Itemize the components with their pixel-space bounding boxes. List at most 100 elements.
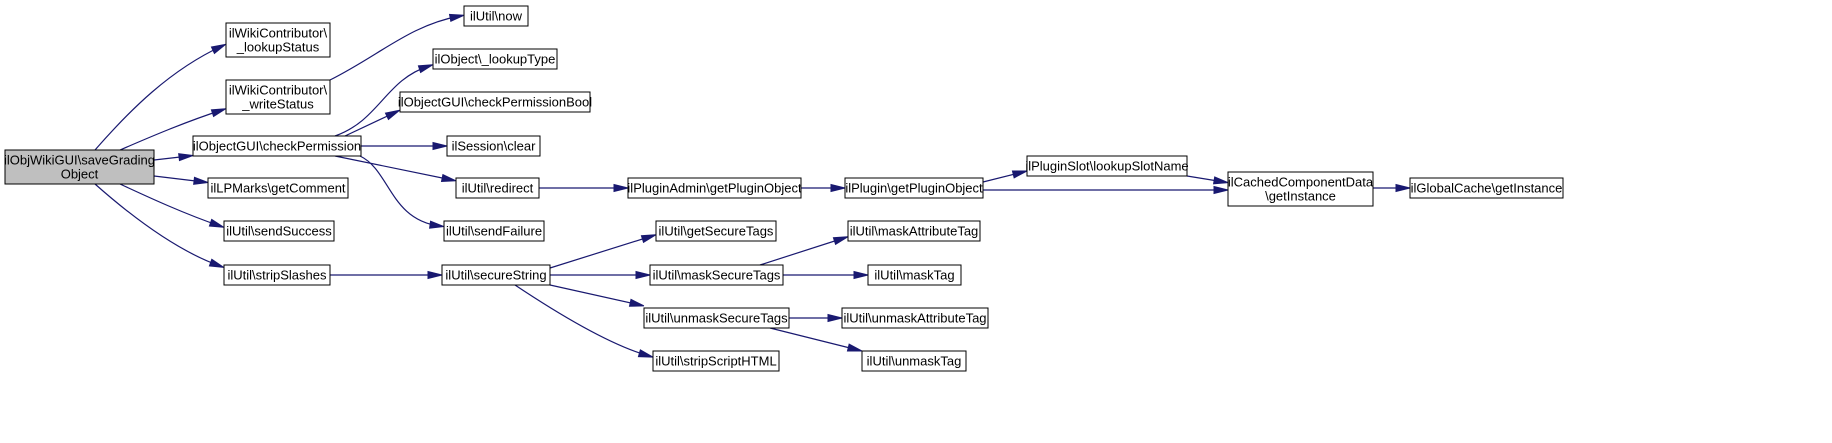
edge-line	[359, 155, 441, 227]
node-unmaskSecureTags[interactable]: ilUtil\unmaskSecureTags	[643, 307, 790, 329]
node-box[interactable]	[443, 220, 545, 242]
node-label: ilWikiContributor\	[229, 83, 328, 98]
node-box[interactable]	[446, 135, 541, 157]
node-box[interactable]	[223, 220, 335, 242]
node-box[interactable]	[649, 264, 784, 286]
node-box[interactable]	[455, 177, 540, 199]
node-box[interactable]	[207, 177, 349, 199]
node-box[interactable]	[844, 177, 984, 199]
node-writeStatus[interactable]: ilWikiContributor\_writeStatus	[225, 79, 331, 115]
node-box[interactable]	[643, 307, 790, 329]
node-box[interactable]	[1227, 171, 1374, 207]
arrowhead-icon	[210, 43, 226, 55]
edge-unmaskSecureTags-to-unmaskTag	[769, 327, 863, 352]
node-globalGetInstance[interactable]: ilGlobalCache\getInstance	[1409, 177, 1564, 199]
node-label: ilUtil\unmaskTag	[867, 354, 962, 369]
node-box[interactable]	[223, 264, 331, 286]
node-cachedGetInstance[interactable]: ilCachedComponentData\getInstance	[1227, 171, 1374, 207]
node-sendSuccess[interactable]: ilUtil\sendSuccess	[223, 220, 335, 242]
edge-line	[119, 183, 221, 227]
node-sessionClear[interactable]: ilSession\clear	[446, 135, 541, 157]
node-label: ilUtil\now	[470, 9, 523, 24]
node-box[interactable]	[655, 220, 777, 242]
node-label: ilObjWikiGUI\saveGrading	[4, 153, 155, 168]
node-box[interactable]	[463, 5, 529, 27]
arrowhead-icon	[208, 218, 225, 228]
node-box[interactable]	[432, 48, 558, 70]
edge-checkPermission-to-redirect	[334, 155, 457, 182]
node-unmaskAttributeTag[interactable]: ilUtil\unmaskAttributeTag	[841, 307, 989, 329]
edge-line	[329, 15, 461, 81]
node-label: ilPluginSlot\lookupSlotName	[1025, 159, 1188, 174]
edge-checkPermission-to-sendFailure	[359, 155, 445, 229]
root-node-box[interactable]	[4, 149, 155, 185]
node-box[interactable]	[1026, 155, 1188, 177]
node-box[interactable]	[627, 177, 802, 199]
node-label: ilObjectGUI\checkPermissionBool	[398, 95, 592, 110]
node-unmaskTag[interactable]: ilUtil\unmaskTag	[861, 350, 967, 372]
node-box[interactable]	[841, 307, 989, 329]
arrowhead-icon	[178, 153, 194, 162]
arrowhead-icon	[830, 183, 846, 193]
arrowhead-icon	[1212, 176, 1229, 185]
node-stripScriptHTML[interactable]: ilUtil\stripScriptHTML	[652, 350, 780, 372]
node-label: ilUtil\stripScriptHTML	[655, 354, 776, 369]
arrowhead-icon	[635, 270, 651, 280]
node-checkPermissionBool[interactable]: ilObjectGUI\checkPermissionBool	[398, 91, 592, 113]
node-box[interactable]	[861, 350, 967, 372]
node-stripSlashes[interactable]: ilUtil\stripSlashes	[223, 264, 331, 286]
node-box[interactable]	[441, 264, 551, 286]
node-box[interactable]	[867, 264, 962, 286]
arrowhead-icon	[846, 343, 863, 352]
edge-redirect-to-adminGetPluginObject	[539, 183, 629, 193]
node-box[interactable]	[225, 22, 331, 58]
node-box[interactable]	[225, 79, 331, 115]
node-label: ilPluginAdmin\getPluginObject	[627, 181, 802, 196]
edges-layer	[94, 13, 1411, 358]
node-sendFailure[interactable]: ilUtil\sendFailure	[443, 220, 545, 242]
node-label: ilCachedComponentData	[1228, 175, 1374, 190]
node-box[interactable]	[192, 135, 362, 157]
arrowhead-icon	[417, 64, 434, 74]
node-label: ilObject\_lookupType	[435, 52, 556, 67]
node-maskSecureTags[interactable]: ilUtil\maskSecureTags	[649, 264, 784, 286]
node-lookupStatus[interactable]: ilWikiContributor\_lookupStatus	[225, 22, 331, 58]
node-now[interactable]: ilUtil\now	[463, 5, 529, 27]
edge-line	[94, 45, 223, 151]
node-label: ilSession\clear	[452, 139, 536, 154]
arrowhead-icon	[628, 298, 645, 307]
node-box[interactable]	[399, 91, 591, 113]
node-pluginGetPluginObject[interactable]: ilPlugin\getPluginObject	[844, 177, 984, 199]
edge-root-to-checkPermission	[153, 153, 194, 162]
edge-line	[769, 327, 859, 351]
node-box[interactable]	[652, 350, 780, 372]
arrowhead-icon	[432, 141, 448, 151]
node-checkPermission[interactable]: ilObjectGUI\checkPermission	[192, 135, 362, 157]
edge-root-to-getComment	[153, 175, 209, 185]
arrowhead-icon	[637, 349, 654, 358]
edge-secureString-to-maskSecureTags	[550, 270, 651, 280]
node-getSecureTags[interactable]: ilUtil\getSecureTags	[655, 220, 777, 242]
edge-checkPermission-to-sessionClear	[361, 141, 448, 151]
edge-line	[549, 284, 641, 306]
node-label: ilWikiContributor\	[229, 26, 328, 41]
node-secureString[interactable]: ilUtil\secureString	[441, 264, 551, 286]
edge-secureString-to-unmaskSecureTags	[549, 284, 645, 307]
edge-stripSlashes-to-secureString	[330, 270, 443, 280]
node-redirect[interactable]: ilUtil\redirect	[455, 177, 540, 199]
node-box[interactable]	[847, 220, 981, 242]
node-maskTag[interactable]: ilUtil\maskTag	[867, 264, 962, 286]
node-lookupSlotName[interactable]: ilPluginSlot\lookupSlotName	[1025, 155, 1189, 177]
node-lookupType[interactable]: ilObject\_lookupType	[432, 48, 558, 70]
arrowhead-icon	[832, 236, 849, 246]
node-maskAttributeTag[interactable]: ilUtil\maskAttributeTag	[847, 220, 981, 242]
node-box[interactable]	[1409, 177, 1564, 199]
arrowhead-icon	[1213, 185, 1229, 195]
arrowhead-icon	[1395, 183, 1411, 193]
node-getComment[interactable]: ilLPMarks\getComment	[207, 177, 349, 199]
node-adminGetPluginObject[interactable]: ilPluginAdmin\getPluginObject	[627, 177, 802, 199]
edge-pluginGetPluginObject-to-cachedGetInstance	[983, 185, 1229, 195]
